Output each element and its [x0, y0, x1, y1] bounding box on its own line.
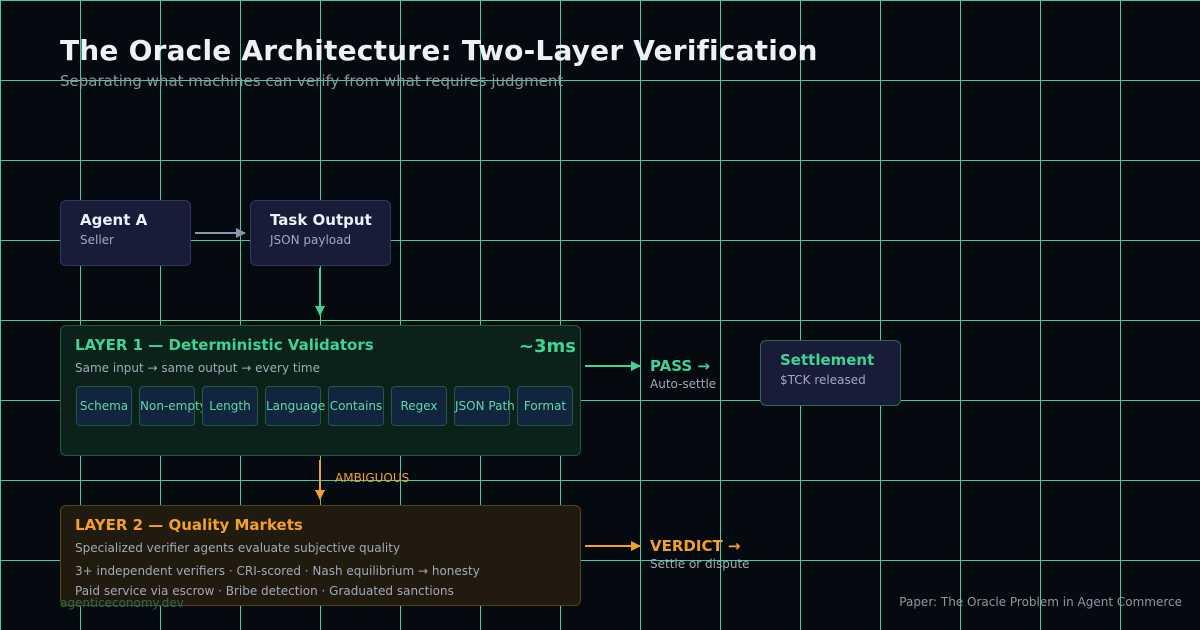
validator-chip: Non-empty	[139, 386, 207, 426]
validator-chip: Language	[265, 386, 325, 426]
page-title: The Oracle Architecture: Two-Layer Verif…	[60, 34, 818, 67]
validator-chip: JSON Path	[454, 386, 515, 426]
verdict-sublabel: Settle or dispute	[650, 557, 750, 571]
task-output-node: Task Output JSON payload	[250, 200, 391, 266]
footer-paper-reference: Paper: The Oracle Problem in Agent Comme…	[899, 595, 1182, 609]
settlement-subtitle: $TCK released	[780, 373, 866, 387]
validator-chip: Length	[202, 386, 258, 426]
layer1-latency: ~3ms	[518, 336, 576, 357]
task-output-title: Task Output	[270, 211, 372, 229]
layer1-panel: LAYER 1 — Deterministic Validators ~3ms …	[60, 325, 581, 456]
layer2-title: LAYER 2 — Quality Markets	[75, 516, 303, 534]
settlement-node: Settlement $TCK released	[760, 340, 901, 406]
layer1-description: Same input → same output → every time	[75, 361, 320, 375]
pass-sublabel: Auto-settle	[650, 377, 717, 391]
settlement-title: Settlement	[780, 351, 875, 369]
pass-label: PASS →	[650, 357, 710, 375]
task-output-subtitle: JSON payload	[270, 233, 352, 247]
ambiguous-label: AMBIGUOUS	[335, 471, 410, 485]
layer2-features-line2: Paid service via escrow · Bribe detectio…	[75, 584, 454, 598]
validator-chip: Format	[517, 386, 573, 426]
verdict-label: VERDICT →	[650, 537, 741, 555]
layer2-description: Specialized verifier agents evaluate sub…	[75, 541, 401, 555]
validator-chip: Regex	[391, 386, 447, 426]
layer2-panel: LAYER 2 — Quality Markets Specialized ve…	[60, 505, 581, 606]
layer2-features-line1: 3+ independent verifiers · CRI-scored · …	[75, 564, 480, 578]
footer-site: agenticeconomy.dev	[60, 596, 184, 610]
validator-chip: Contains	[328, 386, 384, 426]
page-subtitle: Separating what machines can verify from…	[60, 72, 564, 90]
agent-a-title: Agent A	[80, 211, 148, 229]
agent-a-subtitle: Seller	[80, 233, 114, 247]
layer1-title: LAYER 1 — Deterministic Validators	[75, 336, 374, 354]
agent-a-node: Agent A Seller	[60, 200, 191, 266]
validator-chip: Schema	[76, 386, 132, 426]
